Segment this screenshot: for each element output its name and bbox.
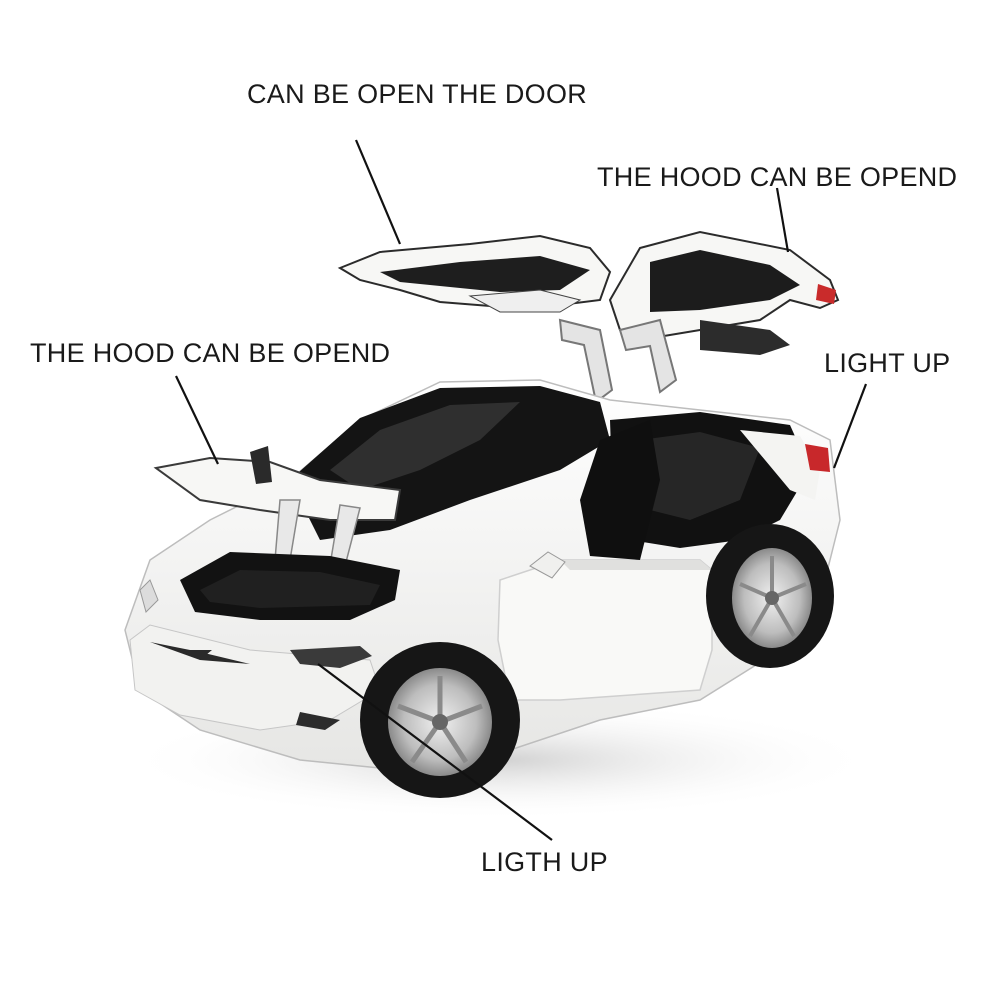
tail-light-callout-line bbox=[832, 383, 868, 469]
front-hood-callout-line bbox=[175, 375, 219, 465]
head-light-callout-label: LIGTH UP bbox=[481, 847, 608, 877]
front-falcon-door bbox=[337, 234, 612, 313]
rear-wheel bbox=[706, 524, 834, 668]
car-body bbox=[124, 379, 841, 771]
front-hood-callout-label: THE HOOD CAN BE OPEND bbox=[30, 338, 391, 368]
front-wheel bbox=[360, 642, 520, 798]
rear-hood-callout-label: THE HOOD CAN BE OPEND bbox=[597, 162, 958, 192]
callout-lines bbox=[175, 139, 868, 841]
door-callout-line bbox=[354, 139, 402, 245]
door-callout-label: CAN BE OPEN THE DOOR bbox=[247, 79, 588, 109]
rear-hood-callout-line bbox=[775, 187, 790, 253]
rear-falcon-door bbox=[608, 230, 840, 355]
tail-light-callout-label: LIGHT UP bbox=[824, 348, 951, 378]
head-light-callout-line bbox=[317, 663, 553, 841]
door-hinges bbox=[558, 318, 678, 404]
